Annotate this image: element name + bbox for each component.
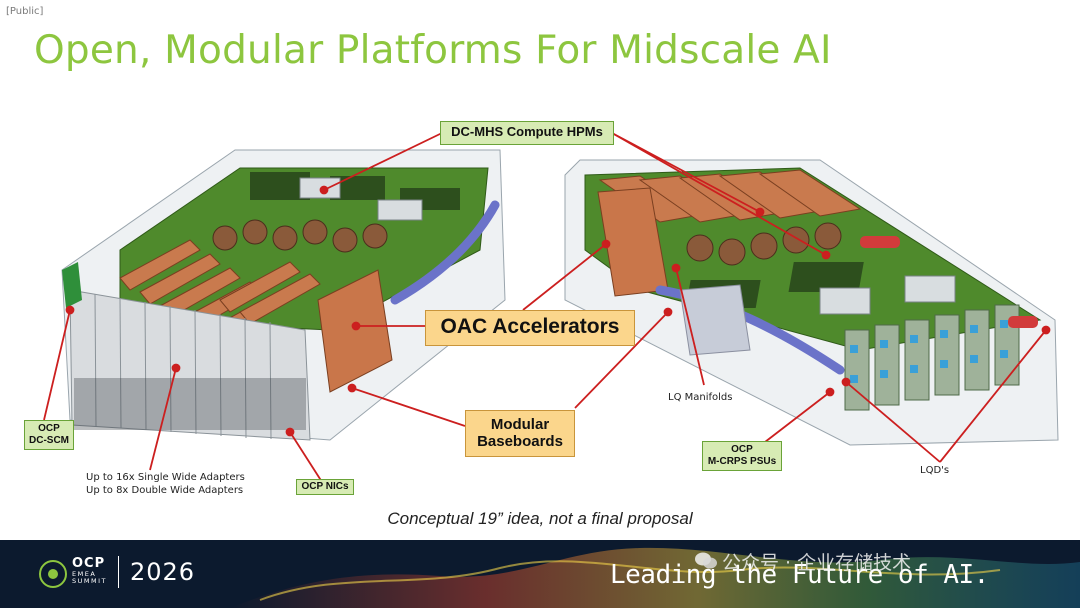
footer-dots-pattern [230, 547, 1080, 608]
caption: Conceptual 19” idea, not a final proposa… [387, 509, 693, 528]
ocp-globe-icon [39, 560, 67, 588]
right-chassis [564, 159, 1059, 446]
adapters-label: Up to 16x Single Wide Adapters Up to 8x … [86, 471, 245, 497]
oac-accelerators-callout: OAC Accelerators [425, 310, 635, 346]
slide-title: Open, Modular Platforms For Midscale AI [34, 28, 832, 73]
mcrps-psu-callout: OCP M-CRPS PSUs [702, 441, 782, 471]
ocp-logo: OCP EMEA SUMMIT [38, 556, 114, 592]
ocp-logo-sub: EMEA SUMMIT [72, 570, 107, 586]
dc-scm-line2: DC-SCM [29, 434, 69, 446]
server-illustration [43, 132, 1059, 483]
modular-line2: Baseboards [477, 433, 563, 451]
dc-scm-callout: OCP DC-SCM [24, 420, 74, 450]
adapters-line2: Up to 8x Double Wide Adapters [86, 485, 244, 496]
lqds-label: LQD's [920, 465, 950, 476]
left-chassis [61, 149, 506, 441]
footer-banner: OCP EMEA SUMMIT 2026 Leading the Future … [0, 540, 1080, 608]
lq-manifolds-label: LQ Manifolds [668, 392, 733, 403]
dc-scm-line1: OCP [38, 423, 60, 434]
leader-lines [43, 132, 1051, 483]
ocp-logo-word: OCP [72, 556, 106, 571]
modular-line1: Modular [490, 416, 550, 433]
footer-year: 2026 [130, 558, 196, 586]
ocp-nics-callout: OCP NICs [296, 479, 354, 495]
psu-line1: OCP [731, 444, 753, 455]
adapters-line1: Up to 16x Single Wide Adapters [86, 472, 245, 483]
modular-baseboards-callout: Modular Baseboards [465, 410, 575, 457]
wechat-icon [695, 552, 717, 569]
public-tag: [Public] [6, 6, 44, 17]
watermark: 公众号 · 企业存储技术 [722, 552, 912, 574]
psu-line2: M-CRPS PSUs [707, 455, 777, 467]
dc-mhs-callout: DC-MHS Compute HPMs [440, 121, 614, 145]
footer-slogan: Leading the Future of AI. [610, 560, 989, 590]
footer-divider [118, 556, 119, 588]
